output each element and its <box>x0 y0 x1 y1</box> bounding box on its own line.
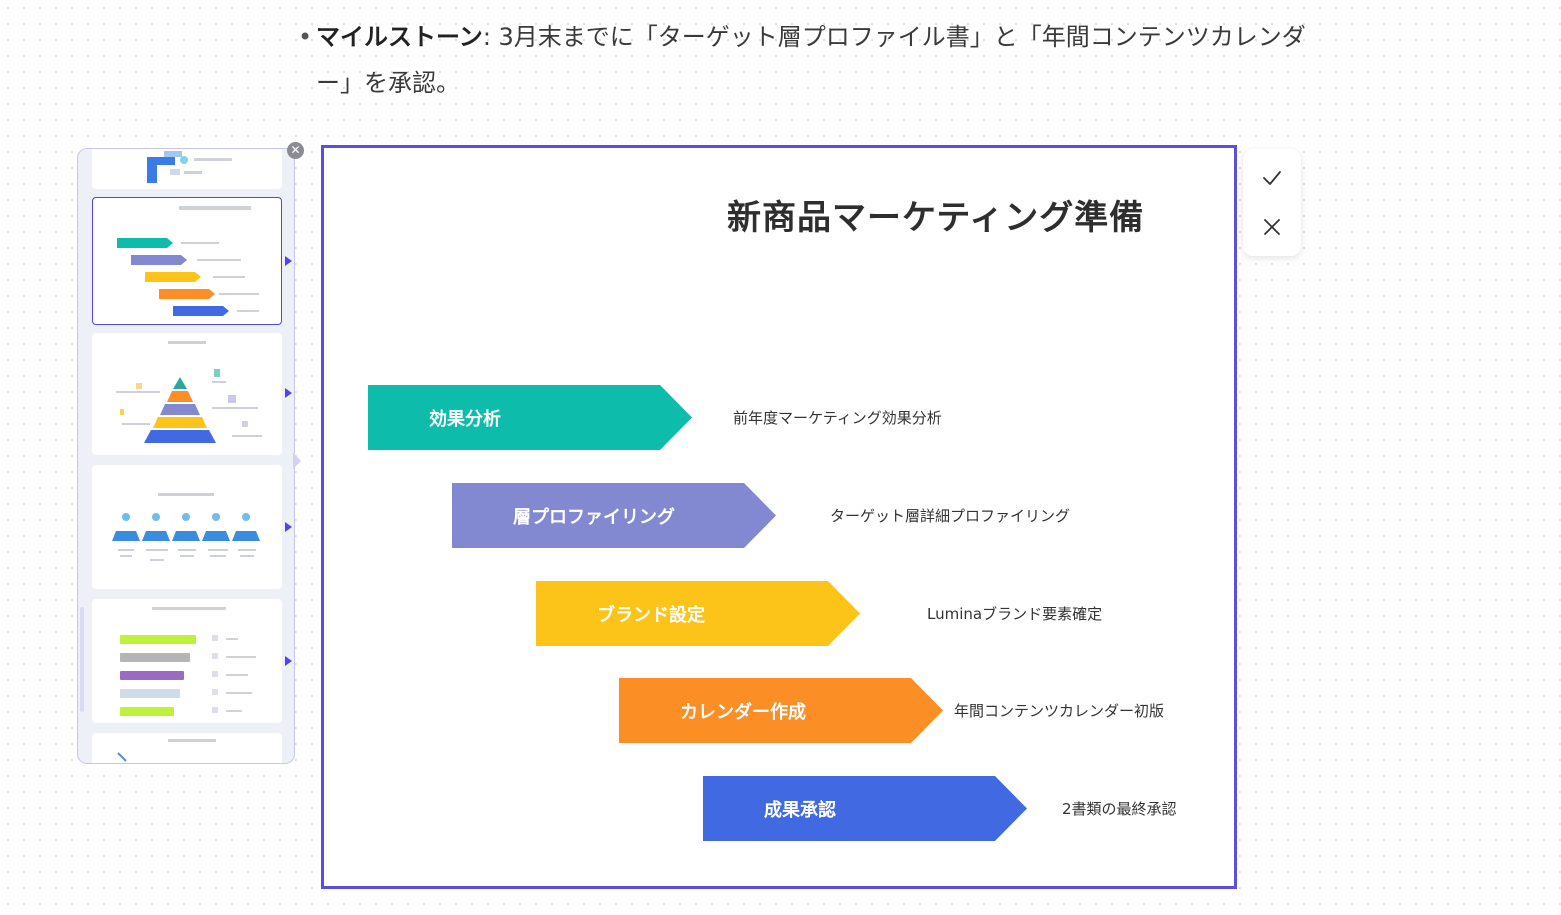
thumbnail-preview <box>117 739 216 762</box>
thumbnail-preview <box>116 341 262 443</box>
slide-thumbnail-6[interactable] <box>92 733 282 763</box>
step-label-5: 成果承認 <box>764 799 836 821</box>
step-desc-3: Luminaブランド要素確定 <box>927 605 1103 623</box>
thumbnail-scrollbar[interactable] <box>80 607 84 712</box>
slide-thumbnail-1[interactable] <box>92 149 282 189</box>
step-desc-1: 前年度マーケティング効果分析 <box>733 409 942 427</box>
step-desc-5: 2書類の最終承認 <box>1062 800 1177 818</box>
panel-expand-arrow[interactable] <box>293 453 301 469</box>
step-arrow-5[interactable]: 成果承認 <box>703 776 1027 841</box>
milestone-bullet: • マイルストーン: 3月末までに「ターゲット層プロファイル書」と「年間コンテン… <box>298 14 1318 60</box>
thumbnail-preview <box>120 607 256 716</box>
step-label-4: カレンダー作成 <box>680 701 806 723</box>
edit-confirm-toolbar <box>1243 149 1301 256</box>
thumbnail-panel[interactable] <box>77 148 295 764</box>
thumbnail-marker <box>285 388 292 398</box>
step-label-2: 層プロファイリング <box>513 506 675 528</box>
slide-thumbnail-5[interactable] <box>92 599 282 723</box>
thumbnail-preview <box>117 206 259 316</box>
slide-thumbnail-2[interactable] <box>92 197 282 325</box>
step-arrow-2[interactable]: 層プロファイリング <box>452 483 776 548</box>
thumbnail-selected-marker <box>285 256 292 266</box>
step-arrow-3[interactable]: ブランド設定 <box>536 581 860 646</box>
milestone-line: マイルストーン: 3月末までに「ターゲット層プロファイル書」と「年間コンテンツカ… <box>316 14 1306 60</box>
milestone-text-1: : 3月末までに「ターゲット層プロファイル書」と「年間コンテンツカレンダ <box>482 23 1306 51</box>
document-text: • マイルストーン: 3月末までに「ターゲット層プロファイル書」と「年間コンテン… <box>298 14 1318 106</box>
thumbnail-marker <box>285 522 292 532</box>
x-icon <box>1264 219 1280 235</box>
cancel-button[interactable] <box>1257 212 1287 242</box>
slide-thumbnail-3[interactable] <box>92 333 282 455</box>
milestone-label: マイルストーン <box>316 23 483 51</box>
step-arrow-4[interactable]: カレンダー作成 <box>619 678 943 743</box>
thumbnail-preview <box>112 493 260 561</box>
close-icon: ✕ <box>290 143 301 157</box>
step-desc-2: ターゲット層詳細プロファイリング <box>830 507 1071 525</box>
milestone-text-2: ー」を承認。 <box>316 69 460 97</box>
check-icon <box>1263 171 1281 185</box>
slide-canvas[interactable]: 新商品マーケティング準備 効果分析 前年度マーケティング効果分析 層プロファイリ… <box>321 145 1237 889</box>
confirm-button[interactable] <box>1257 163 1287 193</box>
bullet-dot: • <box>298 23 313 51</box>
step-arrow-1[interactable]: 効果分析 <box>368 385 692 450</box>
slide-thumbnail-4[interactable] <box>92 465 282 589</box>
thumbnail-preview <box>147 151 232 183</box>
step-label-3: ブランド設定 <box>597 604 705 626</box>
slide-title: 新商品マーケティング準備 <box>727 198 1145 238</box>
step-desc-4: 年間コンテンツカレンダー初版 <box>954 702 1165 720</box>
step-label-1: 効果分析 <box>429 408 501 430</box>
close-thumbnails-button[interactable]: ✕ <box>287 142 304 159</box>
thumbnail-marker <box>285 656 292 666</box>
